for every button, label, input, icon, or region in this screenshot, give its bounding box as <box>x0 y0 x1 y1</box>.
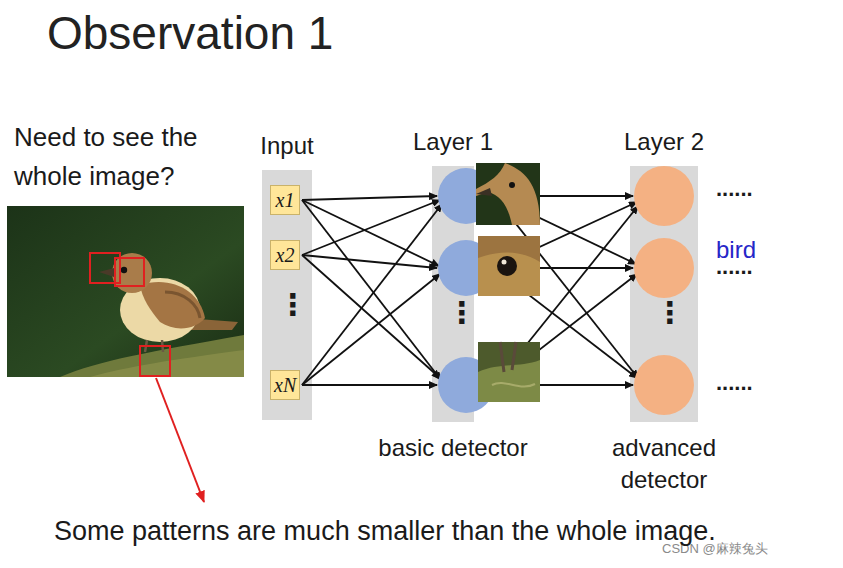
layer-band: Layer 2advanced detector <box>630 166 698 422</box>
input-name: x2 <box>276 244 295 267</box>
layer-band: Layer 1basic detector <box>432 166 474 422</box>
layer-heading: Layer 2 <box>624 128 704 156</box>
pointer-arrow <box>156 378 204 502</box>
input-name: xN <box>274 374 296 397</box>
ellipsis: ...... <box>716 370 753 396</box>
input-name: x1 <box>276 189 295 212</box>
ellipsis: ⋮ <box>278 290 308 320</box>
input-box: xN <box>270 370 300 400</box>
connections-1 <box>302 196 442 385</box>
layer-caption: advanced detector <box>589 432 739 497</box>
input-box: x2 <box>270 240 300 270</box>
question: Need to see the whole image? <box>14 118 254 196</box>
title: Observation 1 <box>47 6 333 60</box>
caption: Some patterns are much smaller than the … <box>54 516 716 547</box>
ellipsis: ⋮ <box>655 298 685 328</box>
band-fill <box>630 166 698 422</box>
layer-heading: Input <box>260 132 313 160</box>
image-patches <box>476 163 540 402</box>
input-box: x1 <box>270 185 300 215</box>
ellipsis: ⋮ <box>447 298 477 328</box>
layer-caption: basic detector <box>378 432 528 464</box>
ellipsis: ...... <box>716 254 753 280</box>
ellipsis: ...... <box>716 176 753 202</box>
bird-photo <box>7 206 244 377</box>
layer-heading: Layer 1 <box>413 128 493 156</box>
